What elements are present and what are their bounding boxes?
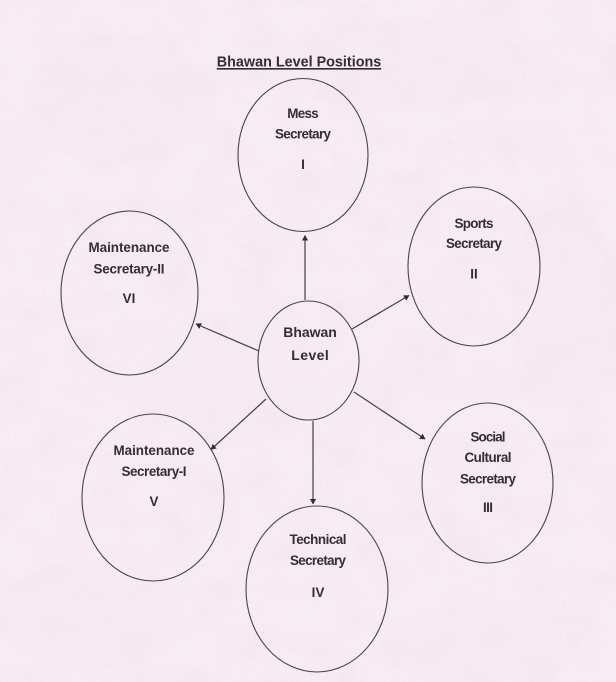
- svg-text:Secretary: Secretary: [460, 472, 517, 487]
- svg-text:Technical: Technical: [290, 532, 347, 547]
- svg-text:III: III: [483, 500, 493, 515]
- svg-text:Secretary: Secretary: [290, 553, 347, 568]
- svg-text:Secretary: Secretary: [275, 127, 332, 142]
- svg-text:II: II: [470, 267, 478, 282]
- svg-text:V: V: [150, 494, 159, 509]
- svg-text:I: I: [301, 157, 305, 172]
- svg-text:Mess: Mess: [287, 106, 319, 121]
- svg-text:Secretary: Secretary: [446, 236, 503, 251]
- svg-text:Level: Level: [291, 347, 329, 363]
- svg-text:Maintenance: Maintenance: [114, 443, 195, 458]
- svg-text:Sports: Sports: [455, 216, 494, 231]
- svg-text:Maintenance: Maintenance: [89, 240, 170, 255]
- svg-text:IV: IV: [312, 585, 325, 600]
- svg-text:Secretary-II: Secretary-II: [94, 262, 165, 277]
- svg-text:Cultural: Cultural: [465, 450, 512, 465]
- svg-text:Bhawan Level Positions: Bhawan Level Positions: [217, 54, 382, 70]
- svg-text:Social: Social: [471, 430, 506, 445]
- svg-text:VI: VI: [123, 291, 136, 306]
- svg-text:Bhawan: Bhawan: [283, 324, 337, 340]
- svg-text:Secretary-I: Secretary-I: [122, 464, 187, 479]
